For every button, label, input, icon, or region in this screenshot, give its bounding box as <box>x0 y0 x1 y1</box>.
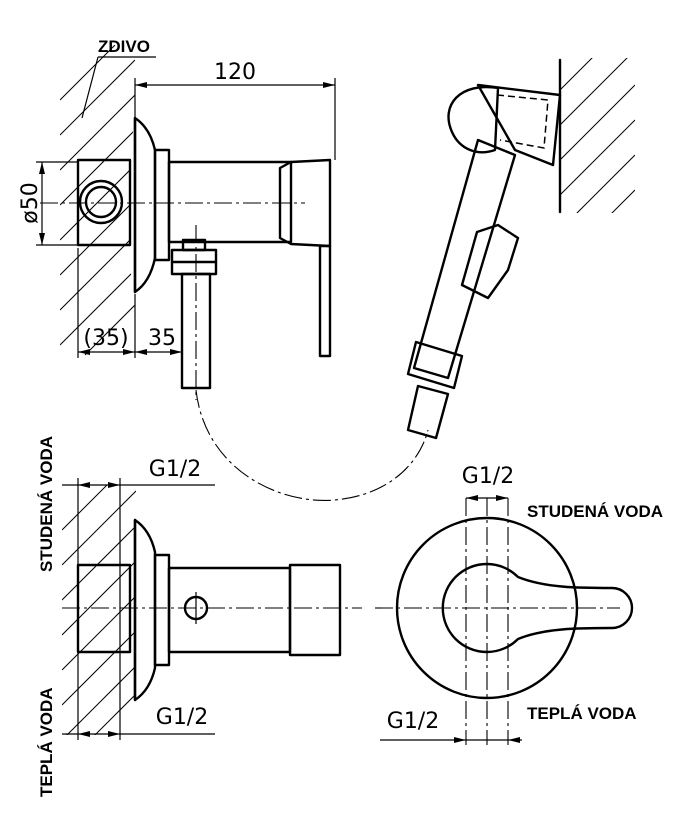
shower-hose-start <box>406 384 450 440</box>
wall-label: ZDIVO <box>98 37 150 56</box>
thread-plan-bottom-text: G1/2 <box>387 709 439 734</box>
shower-trigger <box>460 223 520 300</box>
valve-port-inner <box>84 185 118 219</box>
shower-hose-nut <box>406 340 464 390</box>
wall-label-group: ZDIVO <box>81 37 156 119</box>
dimension-diameter: ø50 <box>18 161 78 246</box>
side-view: ZDIVO 120 ø50 <box>18 37 429 502</box>
dimension-width-text: 120 <box>214 60 256 85</box>
dimension-width: 120 <box>134 60 336 160</box>
hose-path <box>195 389 429 502</box>
outlet-nut-top <box>181 238 207 252</box>
rosette-front <box>133 518 157 702</box>
rosette-neck <box>153 148 171 262</box>
cold-water-label-left: STUDENÁ VODA <box>37 436 56 572</box>
lever-side <box>318 244 332 358</box>
dimension-thread-front-bottom: G1/2 <box>62 652 215 740</box>
dimension-depths: (35) 35 <box>77 248 183 358</box>
holder-bracket <box>476 83 562 167</box>
cold-water-label-top: STUDENÁ VODA <box>527 502 663 521</box>
handle-cap-front <box>288 563 342 657</box>
dimension-thread-plan-bottom: G1/2 <box>380 709 522 743</box>
hot-water-label-left: TEPLÁ VODA <box>37 687 56 797</box>
shower-handle <box>412 138 517 380</box>
mixer-body-side <box>167 160 293 244</box>
plan-view: G1/2 G1/2 STUDENÁ VODA TEPLÁ VODA <box>375 464 663 745</box>
dimension-thread-plan-top: G1/2 <box>462 464 514 501</box>
lever-plan <box>441 562 634 654</box>
wall-hatching-front <box>62 485 136 735</box>
shower-head <box>447 85 500 154</box>
wall-hatching-side <box>60 45 135 356</box>
dimension-depth-ref-text: (35) <box>83 326 128 351</box>
dimension-diameter-text: ø50 <box>18 182 43 223</box>
dimension-thread-front-top: G1/2 <box>62 457 215 565</box>
thread-front-bottom-text: G1/2 <box>156 705 208 730</box>
mixer-body-front <box>167 566 292 654</box>
hand-shower-view <box>406 58 635 440</box>
valve-port-outer <box>78 179 124 225</box>
front-view: G1/2 G1/2 STUDENÁ VODA TEPLÁ VODA <box>37 436 362 797</box>
thread-front-top-text: G1/2 <box>149 457 201 482</box>
rosette-neck-front <box>153 553 171 667</box>
wall-hatching-holder <box>560 58 635 213</box>
thread-plan-top-text: G1/2 <box>462 464 514 489</box>
dimension-pipe-offset-text: 35 <box>148 326 176 351</box>
rosette-side <box>133 116 157 294</box>
hot-water-label-bottom: TEPLÁ VODA <box>527 704 637 723</box>
